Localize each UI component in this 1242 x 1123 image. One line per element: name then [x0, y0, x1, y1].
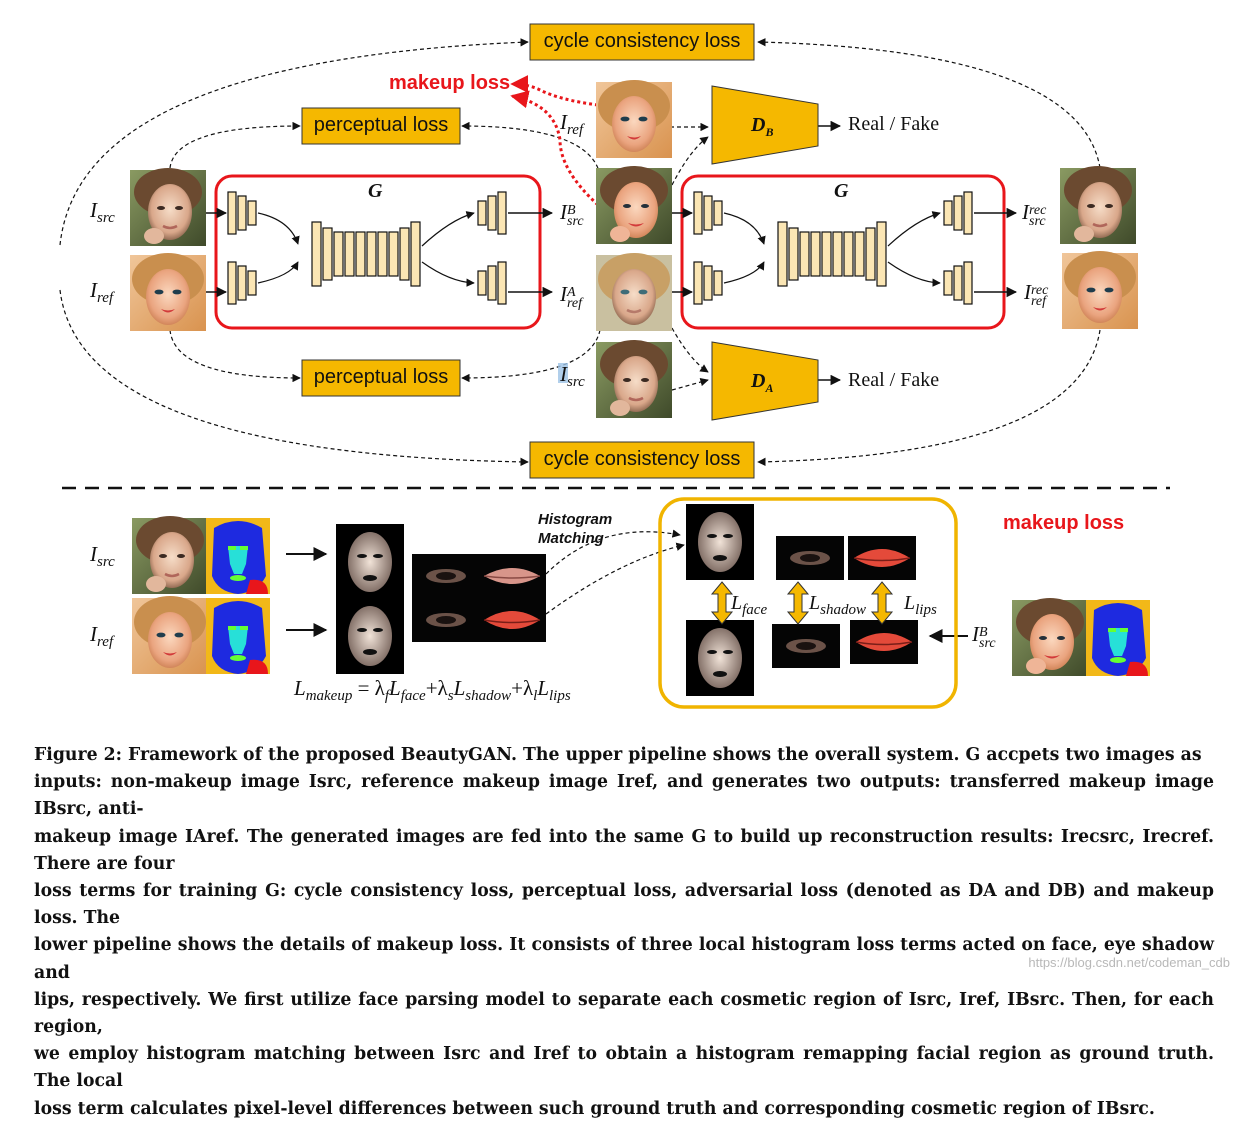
cycle-arc-bottom-right [757, 329, 1101, 467]
cycle-arc-top-left [59, 38, 529, 246]
caption-line: we employ histogram matching between Isr… [34, 1044, 1214, 1092]
parse-map-src-b [1086, 600, 1150, 676]
lower-image-i-src-b [1012, 598, 1088, 676]
disc-b-label: DB [751, 114, 774, 139]
generated-lips [849, 619, 919, 665]
makeup-loss-label-top: makeup loss [389, 72, 511, 94]
ground-truth-eye [776, 536, 844, 580]
beautygan-framework-diagram [59, 23, 1170, 709]
generator-label-right: G [834, 180, 849, 202]
caption-line: lips, respectively. We first utilize fac… [34, 989, 1214, 1038]
l-face-label: Lface [731, 592, 768, 618]
parse-map-ref [206, 598, 270, 674]
perceptual-loss-label-bottom: perceptual loss [313, 366, 449, 388]
cycle-loss-label-top: cycle consistency loss [543, 30, 741, 52]
label-i-src: Isrc [90, 198, 115, 227]
histogram-matching-label: Histogram Matching [538, 511, 613, 547]
real-fake-label-a: Real / Fake [848, 369, 940, 391]
eye-shadow-ref [412, 598, 480, 642]
cycle-loss-box-bottom [529, 441, 755, 479]
lower-image-i-ref [132, 596, 208, 674]
caption-line: inputs: non-makeup image Isrc, reference… [34, 772, 1214, 820]
makeup-loss-formula: Lmakeup = λfLface+λsLshadow+λlLlips [294, 676, 571, 705]
generator-frame-left [214, 174, 542, 330]
caption-line: makeup image IAref. The generated images… [34, 826, 1214, 874]
makeup-loss-label-lower: makeup loss [1003, 512, 1125, 534]
ground-truth-face [686, 504, 754, 580]
label-i-src-bottom: Isrc [560, 362, 585, 391]
lower-label-i-src: Isrc [90, 542, 115, 571]
cycle-loss-label-bottom: cycle consistency loss [543, 448, 741, 470]
generator-frame-right [680, 174, 1006, 330]
makeup-loss-frame [658, 497, 958, 709]
mask-face-ref [336, 598, 404, 674]
image-i-ref-a [594, 251, 674, 333]
lips-ref [477, 597, 547, 643]
cycle-arc-top-right [757, 37, 1101, 169]
caption-line: loss terms for training G: cycle consist… [34, 881, 1214, 929]
image-i-ref-top [596, 80, 672, 158]
lower-label-i-ref: Iref [90, 622, 114, 651]
l-shadow-label: Lshadow [809, 592, 866, 618]
generator-label-left: G [368, 180, 383, 202]
generated-eye [772, 624, 840, 668]
label-i-ref-top: Iref [560, 110, 584, 139]
image-i-ref [130, 253, 206, 331]
caption-line: loss term calculates pixel-level differe… [34, 1098, 1155, 1119]
lips-src [477, 553, 547, 599]
parse-map-src [206, 518, 270, 594]
eye-shadow-src [412, 554, 480, 598]
l-lips-label: Llips [904, 592, 937, 618]
perceptual-loss-box-bottom [301, 359, 461, 397]
watermark: https://blog.csdn.net/codeman_cdb [1028, 955, 1230, 970]
image-i-src [128, 166, 208, 248]
discriminator-a [711, 341, 819, 421]
lower-image-i-src [130, 514, 210, 596]
caption-line: Figure 2: Framework of the proposed Beau… [34, 745, 1202, 765]
image-i-ref-rec [1062, 251, 1138, 329]
disc-a-label: DA [751, 370, 774, 395]
figure-caption: Figure 2: Framework of the proposed Beau… [34, 742, 1214, 1123]
generated-face [686, 620, 754, 696]
label-i-ref: Iref [90, 278, 114, 307]
image-i-src-b [596, 166, 672, 244]
mask-face-src [336, 524, 404, 600]
discriminator-b [711, 85, 819, 165]
image-i-src-bottom [594, 338, 674, 420]
image-i-src-rec [1058, 164, 1138, 246]
perceptual-loss-label-top: perceptual loss [313, 114, 449, 136]
cycle-loss-box-top [529, 23, 755, 61]
real-fake-label-b: Real / Fake [848, 113, 940, 135]
ground-truth-lips [847, 535, 917, 581]
cycle-arc-bottom-left [59, 289, 529, 467]
perceptual-loss-box-top [301, 107, 461, 145]
